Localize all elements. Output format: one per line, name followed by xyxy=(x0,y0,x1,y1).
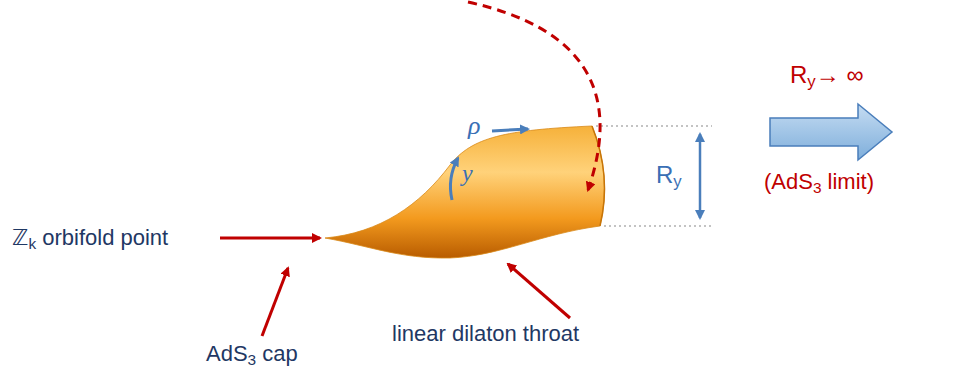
cap-label: AdS3 cap xyxy=(206,342,298,366)
extension-line xyxy=(596,125,712,126)
y-label: y xyxy=(462,160,473,186)
leader-arrow xyxy=(262,268,288,336)
limit-caption: (AdS3 limit) xyxy=(764,170,874,194)
orbifold-label: ℤk orbifold point xyxy=(12,226,168,250)
cigar-geometry xyxy=(325,126,605,258)
leader-arrow xyxy=(220,237,320,240)
leader-arrow xyxy=(508,264,570,318)
radius-label: Ry xyxy=(656,162,682,188)
rho-arrow xyxy=(492,129,528,131)
dashed-arrow xyxy=(468,2,600,190)
throat-label: linear dilaton throat xyxy=(392,322,579,346)
rho-label: ρ xyxy=(468,112,480,141)
y-arrow xyxy=(450,158,458,200)
dimension-arrow xyxy=(699,134,702,218)
limit-label: Ry→ ∞ xyxy=(790,62,864,88)
block-arrow xyxy=(770,104,892,160)
extension-line xyxy=(604,225,712,226)
